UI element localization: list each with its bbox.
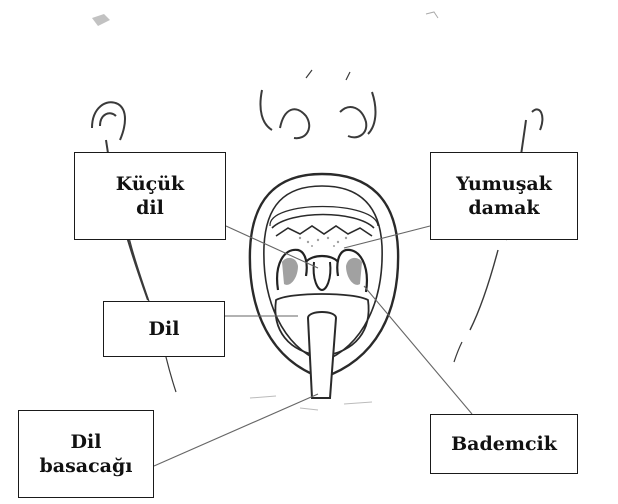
label-dil: Dil bbox=[149, 317, 180, 341]
leader-line-kucuk-dil bbox=[226, 226, 318, 268]
leader-line-bademcik bbox=[364, 286, 472, 414]
label-box-dil-basacagi: Dil basacağı bbox=[18, 410, 154, 498]
label-dil-basacagi: Dil basacağı bbox=[40, 430, 133, 478]
palate-stipple bbox=[299, 237, 347, 247]
nose-sketch bbox=[260, 70, 375, 138]
tongue-depressor-sketch bbox=[308, 312, 336, 398]
upper-teeth-palate bbox=[270, 207, 378, 237]
smudge-mark bbox=[92, 14, 110, 26]
leader-line-dil-basacagi bbox=[154, 394, 318, 466]
tonsil-shading bbox=[282, 258, 362, 285]
uvula-shape bbox=[314, 262, 331, 290]
label-box-kucuk-dil: Küçük dil bbox=[74, 152, 226, 240]
label-bademcik: Bademcik bbox=[451, 432, 557, 456]
label-box-yumusak-damak: Yumuşak damak bbox=[430, 152, 578, 240]
label-box-bademcik: Bademcik bbox=[430, 414, 578, 474]
faint-smudges bbox=[250, 396, 372, 410]
smudge-mark bbox=[426, 12, 438, 18]
label-yumusak-damak: Yumuşak damak bbox=[456, 172, 552, 220]
label-kucuk-dil: Küçük dil bbox=[116, 172, 184, 220]
label-box-dil: Dil bbox=[103, 301, 225, 357]
